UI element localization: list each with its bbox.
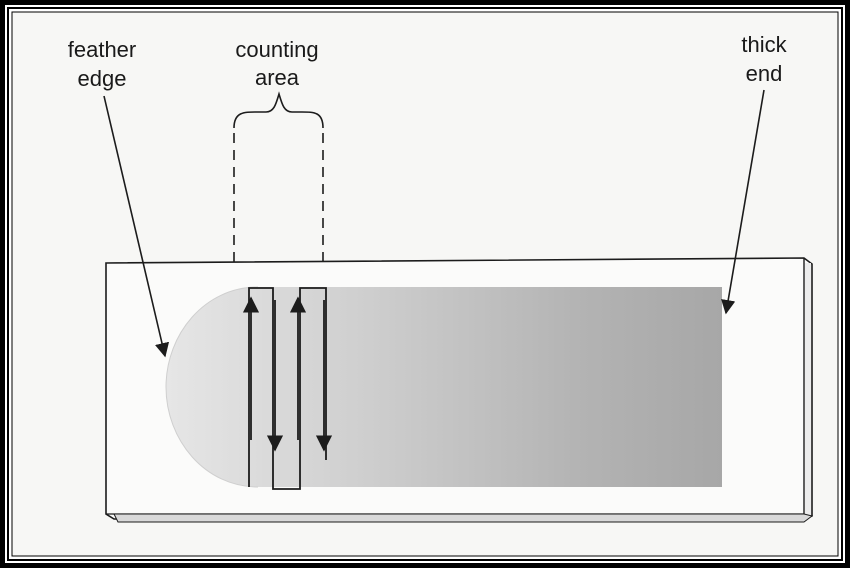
- slide-right-bevel: [805, 263, 811, 516]
- blood-smear: [166, 287, 722, 487]
- frame-line: [7, 7, 843, 561]
- counting-area-bracket: [233, 91, 324, 262]
- smear-feather-outline: [165, 286, 259, 488]
- feather-edge-label-line2: edge: [78, 66, 127, 91]
- counting-path: [248, 287, 327, 490]
- feather-edge-label-line1: feather: [68, 37, 137, 62]
- slide-bottom-bevel: [113, 513, 814, 523]
- pointer-arrow-icon: [103, 95, 170, 358]
- thick-end-label-line2: end: [746, 61, 783, 86]
- pointer-arrow-icon: [721, 89, 765, 315]
- thick-end-label-line1: thick: [741, 32, 787, 57]
- counting-area-label-line2: area: [255, 65, 300, 90]
- brace-icon: [233, 91, 324, 129]
- counting-area-label-line1: counting: [235, 37, 318, 62]
